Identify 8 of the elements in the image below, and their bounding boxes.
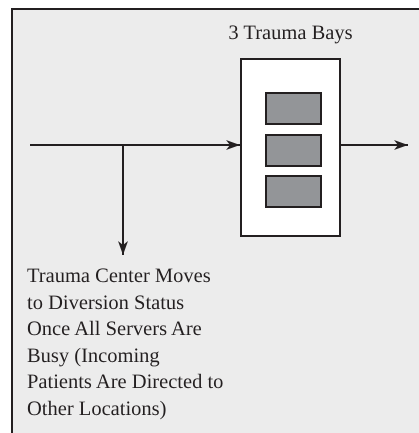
server-bar	[265, 175, 322, 208]
arrow	[341, 140, 408, 150]
arrow	[118, 145, 128, 255]
note-text: Trauma Center Moves to Diversion Status Once All Servers Are Busy (Incoming Patients Are Directed to Other Locations)	[27, 263, 227, 428]
arrow	[30, 140, 240, 150]
server-bar	[265, 134, 322, 167]
server-bar	[265, 92, 322, 125]
box-heading: 3 Trauma Bays	[227, 22, 354, 45]
